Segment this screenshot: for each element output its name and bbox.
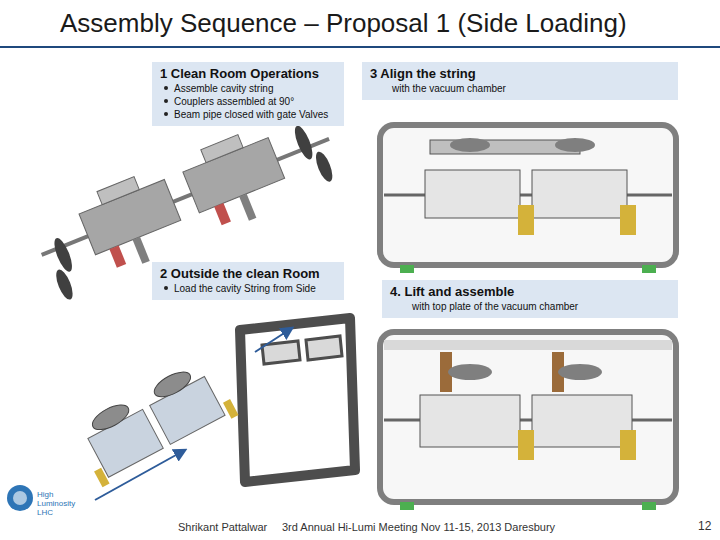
logo-mark bbox=[7, 485, 33, 511]
bullet-dot bbox=[164, 99, 168, 103]
step-text: Load the cavity String from Side bbox=[174, 282, 316, 295]
step-text: Beam pipe closed with gate Valves bbox=[174, 108, 328, 121]
step-text: Couplers assembled at 90° bbox=[174, 95, 294, 108]
vacuum-chamber-assembled bbox=[380, 332, 676, 510]
bullet-dot bbox=[164, 286, 168, 290]
step-text: with top plate of the vacuum chamber bbox=[412, 300, 578, 313]
step-text: Assemble cavity string bbox=[174, 82, 273, 95]
page-number: 12 bbox=[698, 519, 711, 533]
logo-text: High Luminosity LHC bbox=[37, 491, 77, 517]
title-rule bbox=[0, 46, 720, 48]
step-heading: 2 Outside the clean Room bbox=[160, 266, 320, 281]
bullet-dot bbox=[164, 86, 168, 90]
step-panel: 3 Align the stringwith the vacuum chambe… bbox=[362, 62, 678, 100]
step-heading: 3 Align the string bbox=[370, 66, 476, 81]
footer-meeting: 3rd Annual Hi-Lumi Meeting Nov 11-15, 20… bbox=[282, 521, 555, 533]
footer-author: Shrikant Pattalwar bbox=[178, 521, 267, 533]
bullet-dot bbox=[164, 112, 168, 116]
vacuum-chamber-align bbox=[380, 125, 676, 273]
slide-title: Assembly Sequence – Proposal 1 (Side Loa… bbox=[60, 8, 627, 39]
step-heading: 1 Clean Room Operations bbox=[160, 66, 319, 81]
step-heading: 4. Lift and assemble bbox=[390, 284, 514, 299]
step-panel: 4. Lift and assemblewith top plate of th… bbox=[382, 280, 678, 318]
side-loading-view bbox=[71, 318, 355, 500]
cavity-string bbox=[27, 104, 348, 304]
step-text: with the vacuum chamber bbox=[392, 82, 506, 95]
step-panel: 1 Clean Room OperationsAssemble cavity s… bbox=[152, 62, 344, 126]
step-panel: 2 Outside the clean RoomLoad the cavity … bbox=[152, 262, 344, 300]
